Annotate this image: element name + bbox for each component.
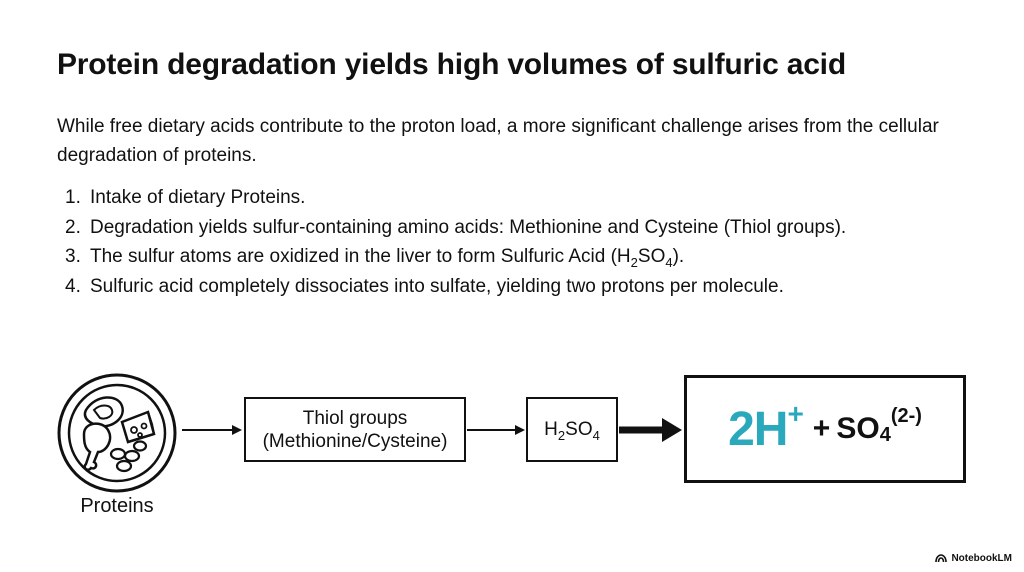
protons-formula: 2H+ [728,399,804,457]
plus-sign: + [812,412,831,445]
page-title: Protein degradation yields high volumes … [57,48,846,81]
formula-part: SO [565,418,593,440]
step-number: 2. [65,216,81,238]
notebooklm-watermark: NotebookLM [935,553,1012,564]
step-text: ). [672,246,685,267]
superscript: + [787,397,803,429]
arrow-proteins-to-thiol [182,425,242,435]
step-number: 1. [65,187,81,208]
step-text: Intake of dietary Proteins. [90,187,306,208]
sulfate-formula: SO4(2-) [836,406,922,446]
step-number: 3. [65,246,81,267]
list-item: 2. Degradation yields sulfur-containing a… [57,213,846,243]
step-text: SO [637,246,666,267]
protein-foods-plate-icon [57,373,177,493]
thiol-groups-box: Thiol groups (Methionine/Cysteine) [244,397,466,462]
amino-acids-label: (Methionine/Cysteine) [262,430,448,452]
proteins-label: Proteins [80,495,154,517]
superscript: (2-) [890,405,922,427]
brand-name: NotebookLM [951,553,1012,564]
sulfuric-acid-box: H2SO4 [526,397,618,462]
sulfuric-acid-formula: H2SO4 [544,418,600,443]
list-item: 3. The sulfur atoms are oxidized in the l… [57,242,846,272]
step-text: The sulfur atoms are oxidized in the liv… [90,246,631,267]
list-item: 4. Sulfuric acid completely dissociates i… [57,272,846,302]
arrow-thiol-to-acid [467,425,525,435]
formula-part: H [544,418,558,440]
subscript: 2 [557,427,566,443]
subscript: 4 [665,254,673,270]
intro-paragraph: While free dietary acids contribute to t… [57,116,939,166]
dissociation-products-box: 2H+ + SO4(2-) [684,375,966,483]
subscript: 2 [630,254,638,270]
subscript: 4 [879,424,891,446]
thiol-groups-label: Thiol groups [302,407,408,429]
formula-part: SO [836,412,880,445]
step-number: 4. [65,275,81,297]
formula-part: 2H [728,402,788,456]
steps-list: 1. Intake of dietary Proteins. 2. Degradat… [57,183,846,301]
list-item: 1. Intake of dietary Proteins. [57,183,846,213]
arrow-acid-to-products [619,418,682,442]
notebooklm-logo-icon [935,554,948,563]
step-text: Sulfuric acid completely dissociates int… [90,275,784,297]
step-text: Degradation yields sulfur-containing ami… [90,216,847,238]
subscript: 4 [592,427,600,443]
